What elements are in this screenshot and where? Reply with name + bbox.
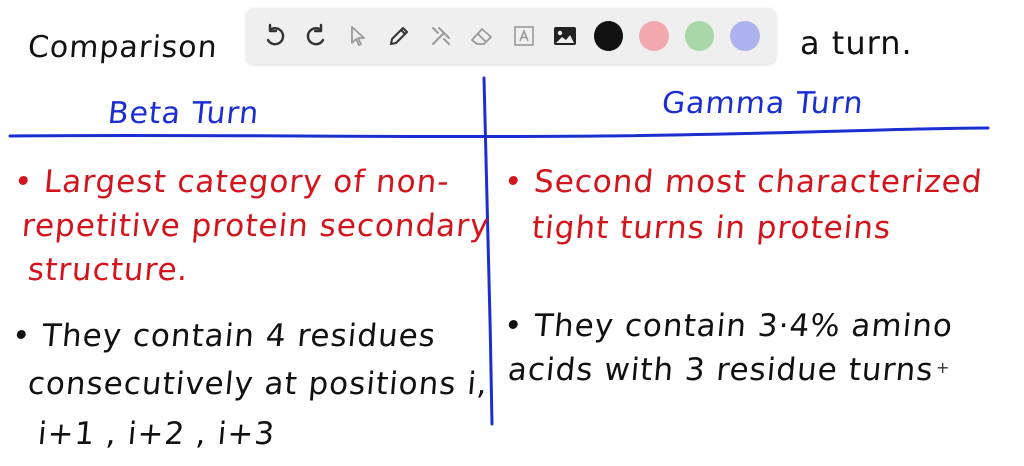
column-divider-line — [482, 76, 494, 426]
color-swatch-green[interactable] — [684, 21, 715, 51]
crosshair-cursor-icon: + — [936, 358, 950, 377]
board-title: Comparison — [26, 30, 219, 65]
select-pointer-icon[interactable] — [339, 17, 376, 55]
pen-icon[interactable] — [380, 17, 417, 55]
color-swatch-pink[interactable] — [639, 21, 669, 51]
header-divider-line — [8, 126, 990, 139]
beta-point2-line2: consecutively at positions i, — [26, 366, 490, 402]
beta-turn-header: Beta Turn — [106, 96, 262, 131]
gamma-turn-header: Gamma Turn — [660, 86, 866, 121]
beta-point2-line3: i+1 , i+2 , i+3 — [36, 416, 277, 452]
beta-point2-line1: • They contain 4 residues — [10, 318, 438, 354]
image-icon[interactable] — [546, 17, 583, 55]
gamma-point2-line2: acids with 3 residue turns — [506, 352, 936, 388]
color-swatch-lavender[interactable] — [730, 21, 761, 51]
board-title-tail: a turn. — [800, 24, 913, 62]
beta-point1-line2: repetitive protein secondary — [20, 208, 491, 244]
gamma-point1-line2: tight turns in proteins — [530, 210, 893, 246]
eraser-icon[interactable] — [463, 17, 500, 55]
beta-point1-line3: structure. — [26, 252, 191, 288]
gamma-point1-line1: • Second most characterized — [502, 164, 985, 200]
redo-icon[interactable] — [297, 17, 334, 55]
tools-icon[interactable] — [422, 17, 459, 55]
color-swatch-black[interactable] — [593, 21, 624, 51]
beta-point1-line1: • Largest category of non- — [12, 164, 452, 200]
text-tool-icon[interactable] — [505, 17, 542, 55]
gamma-point2-line1: • They contain 3·4% amino — [502, 308, 955, 344]
drawing-toolbar — [246, 8, 776, 64]
undo-icon[interactable] — [256, 17, 293, 55]
